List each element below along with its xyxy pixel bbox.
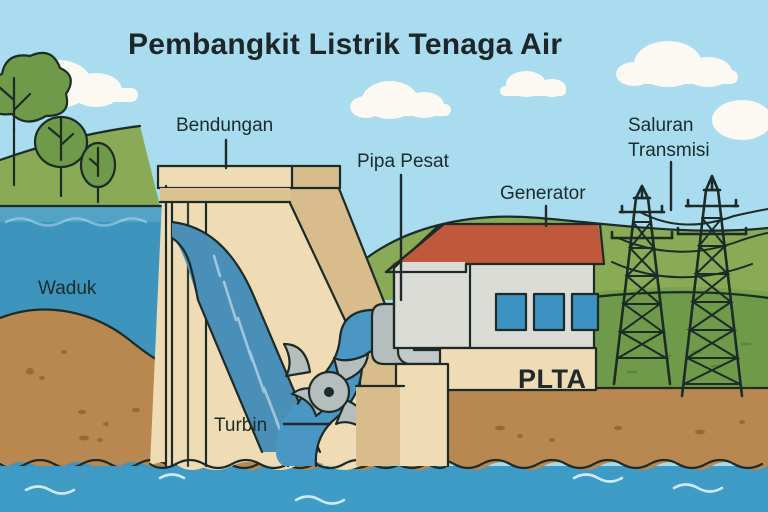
- label-saluran-transmisi-line2: Transmisi: [628, 140, 710, 161]
- page-title: Pembangkit Listrik Tenaga Air: [128, 28, 562, 61]
- plta-base-block: [440, 348, 596, 390]
- cloud-icon: [712, 100, 768, 140]
- penstock-outlet: [276, 404, 316, 466]
- label-generator: Generator: [500, 183, 586, 204]
- label-bendungan: Bendungan: [176, 115, 273, 136]
- grass-foreground: [556, 290, 768, 388]
- earth-left: [0, 309, 176, 470]
- roof-slope: [444, 224, 604, 264]
- dam-shoulder-block: [160, 188, 290, 202]
- tree-icon: [0, 51, 72, 187]
- dam-crest-right: [292, 166, 340, 188]
- tailwater-ripples: [24, 473, 724, 505]
- plta-pedestal: [396, 364, 448, 466]
- label-waduk: Waduk: [38, 278, 97, 299]
- cloud-icon: [350, 81, 451, 119]
- label-pipa-pesat: Pipa Pesat: [357, 151, 450, 172]
- tree-icon: [79, 141, 117, 204]
- transmission-tower-icon: [610, 184, 674, 386]
- tree-icon: [33, 115, 89, 198]
- window-icon: [570, 292, 600, 332]
- earth-speckles: [26, 350, 140, 442]
- tailwater: [0, 466, 768, 512]
- turbine-runner-icon: [282, 342, 370, 434]
- transmission-tower-icon: [676, 174, 748, 398]
- spillway-water: [172, 222, 320, 452]
- window-icon: [494, 292, 528, 332]
- reservoir-ripples: [4, 217, 148, 227]
- label-saluran-transmisi-line1: Saluran: [628, 115, 694, 136]
- cloud-icon: [616, 41, 738, 87]
- plta-side-block: [356, 386, 400, 466]
- label-turbin: Turbin: [214, 415, 267, 436]
- window-icon: [532, 292, 566, 332]
- label-plta: PLTA: [518, 364, 587, 394]
- cloud-icon: [500, 71, 566, 97]
